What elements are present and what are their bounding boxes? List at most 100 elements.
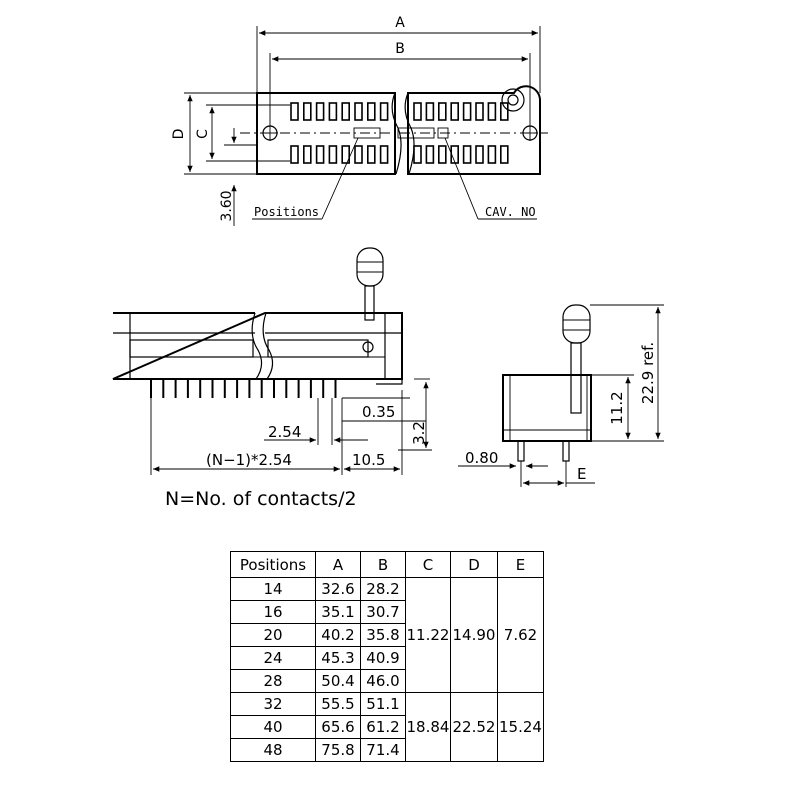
cell-a: 50.4 [315, 669, 361, 693]
front-body [112, 312, 403, 380]
cav-marking-box [437, 127, 449, 139]
table-header-row: Positions A B C D E [230, 551, 544, 578]
contact-slot [379, 145, 389, 164]
cell-b: 46.0 [360, 669, 406, 693]
dim-229-label: 22.9 ref. [639, 342, 657, 404]
contact-slot [499, 145, 509, 164]
contact-slot [354, 102, 363, 121]
cell-d-group2: 22.52 [450, 692, 498, 762]
dim-c-label: C [195, 129, 211, 139]
break-line [262, 312, 274, 380]
cell-positions: 16 [230, 600, 316, 624]
cell-b: 30.7 [360, 600, 406, 624]
dim-105-label: 10.5 [352, 451, 385, 469]
contact-slot [413, 145, 422, 164]
contact-slot [413, 102, 422, 121]
contact-slot [475, 102, 484, 121]
contact-slot [379, 102, 389, 121]
side-view: 0.80 E 11.2 22.9 ref. [458, 304, 664, 487]
lever-knob [356, 247, 384, 287]
dim-080-label: 0.80 [465, 449, 498, 467]
cell-a: 35.1 [315, 600, 361, 624]
cell-b: 40.9 [360, 646, 406, 670]
cell-b: 28.2 [360, 577, 406, 601]
cav-callout: CAV. NO [485, 205, 536, 219]
cav-leader [444, 137, 479, 220]
cell-a: 55.5 [315, 692, 361, 716]
contact-slot [328, 102, 338, 121]
cell-positions: 28 [230, 669, 316, 693]
mount-hole-right [522, 125, 538, 141]
contact-slot [290, 102, 299, 121]
dim-112-label: 11.2 [608, 391, 626, 424]
cell-a: 75.8 [315, 738, 361, 762]
lever-circle [501, 88, 525, 112]
cell-a: 32.6 [315, 577, 361, 601]
dim-e-label: E [577, 465, 586, 483]
positions-leader [321, 137, 359, 220]
contact-slot [315, 102, 325, 121]
header-c: C [405, 551, 451, 578]
cell-b: 35.8 [360, 623, 406, 647]
cell-positions: 14 [230, 577, 316, 601]
contact-slot [462, 102, 472, 121]
break-line [391, 92, 402, 175]
table-row: 24 45.3 40.9 [230, 646, 544, 670]
lever-circle-inner [507, 94, 519, 106]
contact-slot [499, 102, 509, 121]
contact-slot [437, 145, 447, 164]
contact-slot [290, 145, 299, 164]
contact-slot [366, 145, 376, 164]
contact-slot [450, 145, 460, 164]
front-view: 0.35 3.2 2.54 (N−1)*2.54 10.5 N=No. of c… [112, 247, 432, 510]
contact-slot [354, 145, 363, 164]
side-lever-knob [562, 304, 591, 344]
dim-b-label: B [395, 41, 405, 57]
contact-slots [290, 102, 509, 164]
contact-slot [366, 102, 376, 121]
cell-a: 65.6 [315, 715, 361, 739]
cell-b: 71.4 [360, 738, 406, 762]
dim-d-label: D [171, 129, 187, 140]
front-ledge [376, 379, 403, 385]
contact-slot [462, 145, 472, 164]
header-e: E [497, 551, 544, 578]
dim-formula-label: (N−1)*2.54 [206, 451, 292, 469]
table-row: 48 75.8 71.4 [230, 738, 544, 762]
header-b: B [360, 551, 406, 578]
side-lever-shaft [570, 342, 582, 414]
top-view-body-left [256, 92, 396, 175]
cell-positions: 48 [230, 738, 316, 762]
contact-slot [450, 102, 460, 121]
side-pin-right [562, 440, 570, 462]
contact-slot [328, 145, 338, 164]
cell-positions: 20 [230, 623, 316, 647]
cell-e-group2: 15.24 [497, 692, 544, 762]
lever-pivot [362, 341, 374, 353]
header-positions: Positions [230, 551, 316, 578]
contact-slot [425, 145, 435, 164]
dim-32-label: 3.2 [410, 421, 428, 445]
contact-slot [341, 145, 351, 164]
dimension-table: Positions A B C D E 14 32.6 28.2 11.22 1… [230, 551, 544, 762]
contact-slot [425, 102, 435, 121]
contacts-note: N=No. of contacts/2 [165, 488, 357, 510]
side-pin-left [517, 440, 525, 462]
contact-slot [341, 102, 351, 121]
dim-254-label: 2.54 [268, 423, 301, 441]
contact-slot [487, 145, 497, 164]
cell-c-group1: 11.22 [405, 577, 451, 693]
dim-035-label: 0.35 [362, 403, 395, 421]
cell-c-group2: 18.84 [405, 692, 451, 762]
contact-slot [315, 145, 325, 164]
cell-b: 61.2 [360, 715, 406, 739]
contact-slot [487, 102, 497, 121]
cav-marking [397, 127, 435, 139]
cell-positions: 40 [230, 715, 316, 739]
positions-callout: Positions [254, 205, 319, 219]
contact-slot [437, 102, 447, 121]
cell-a: 40.2 [315, 623, 361, 647]
header-a: A [315, 551, 361, 578]
